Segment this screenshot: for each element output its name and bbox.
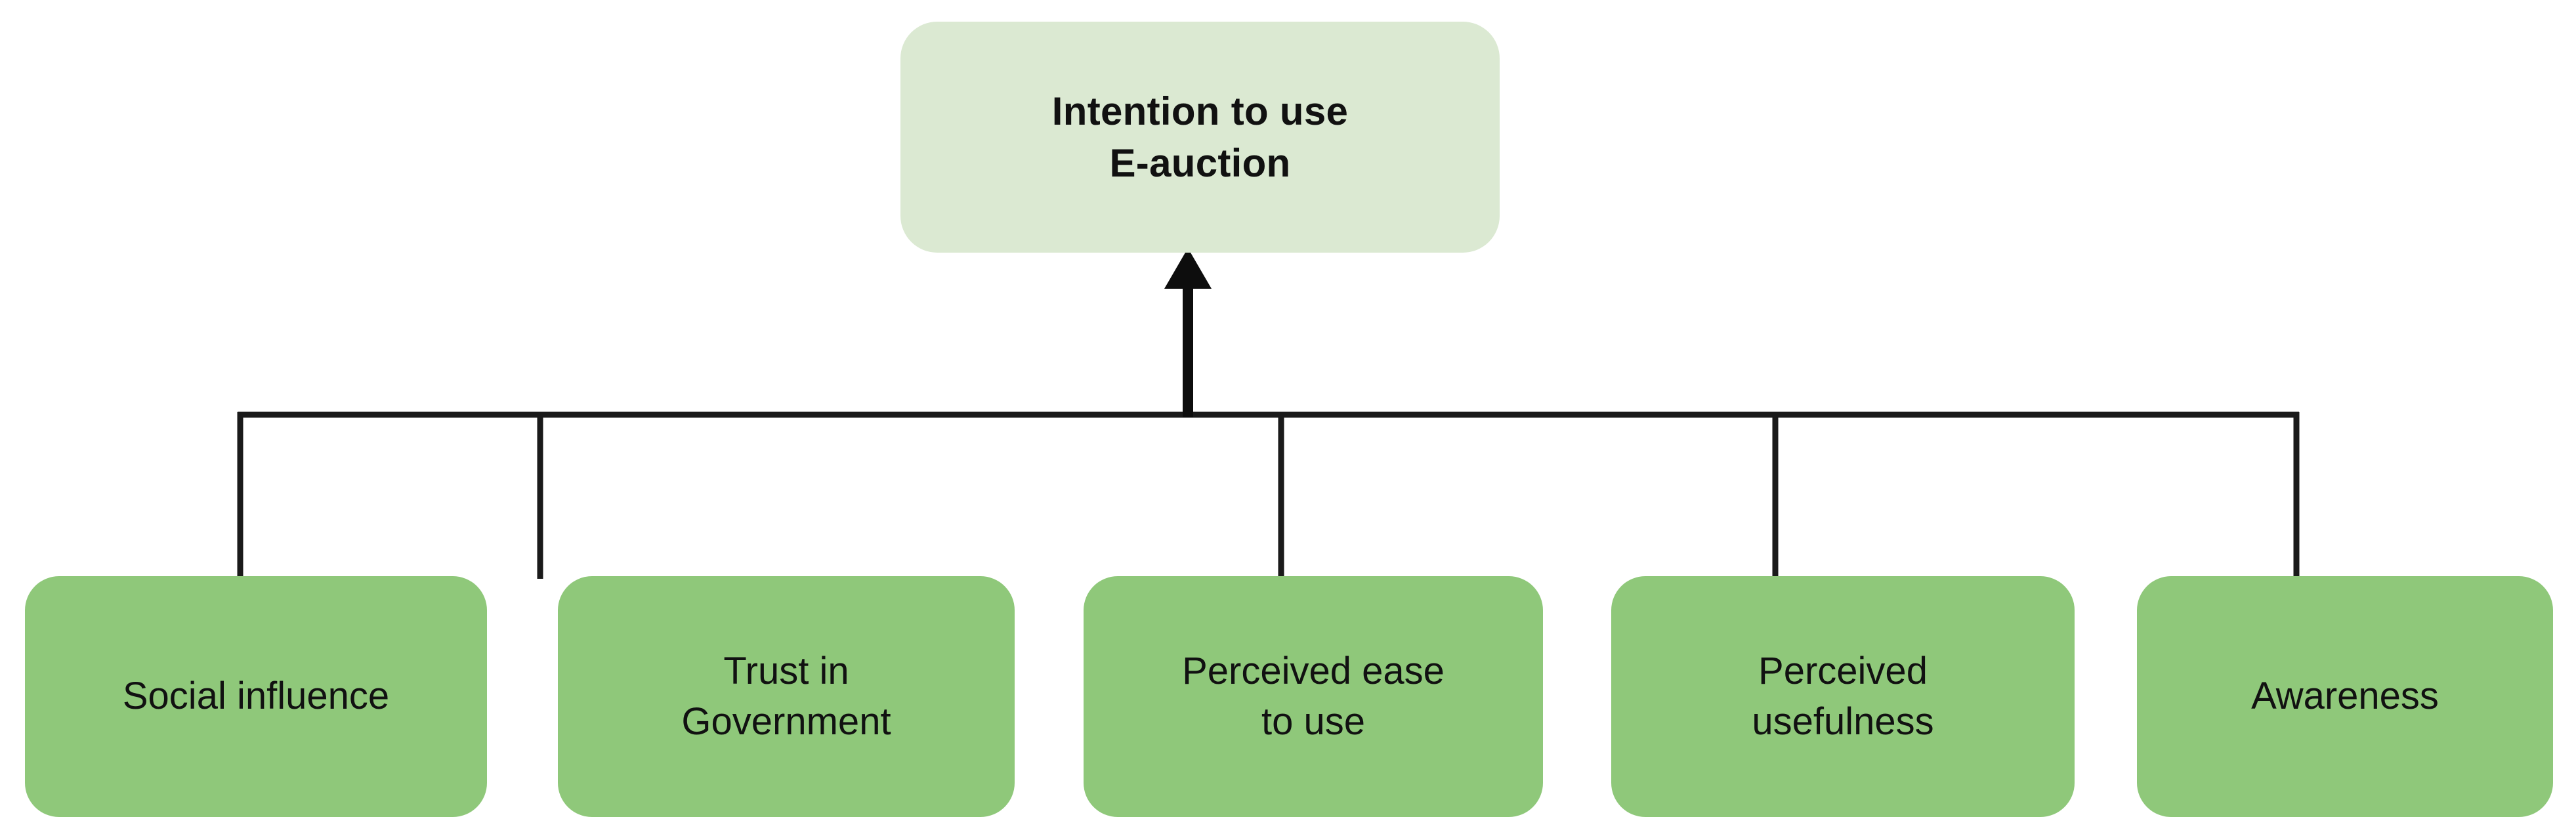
node-perceived-usefulness[interactable]: Perceived usefulness [1611, 576, 2075, 817]
node-awareness[interactable]: Awareness [2137, 576, 2553, 817]
node-label-intention-to-use-e-auction: Intention to use E-auction [1051, 89, 1349, 185]
arrow-head-up-icon [1164, 248, 1212, 289]
node-label-perceived-usefulness: Perceived usefulness [1752, 649, 1934, 743]
node-label-awareness: Awareness [2251, 675, 2439, 718]
node-label-perceived-ease-to-use: Perceived ease to use [1182, 649, 1445, 743]
node-label-trust-in-government: Trust in Government [681, 649, 891, 743]
node-trust-in-government[interactable]: Trust in Government [558, 576, 1015, 817]
node-perceived-ease-to-use[interactable]: Perceived ease to use [1084, 576, 1543, 817]
node-intention-to-use-e-auction[interactable]: Intention to use E-auction [900, 22, 1500, 253]
node-label-social-influence: Social influence [122, 675, 390, 718]
node-social-influence[interactable]: Social influence [25, 576, 487, 817]
